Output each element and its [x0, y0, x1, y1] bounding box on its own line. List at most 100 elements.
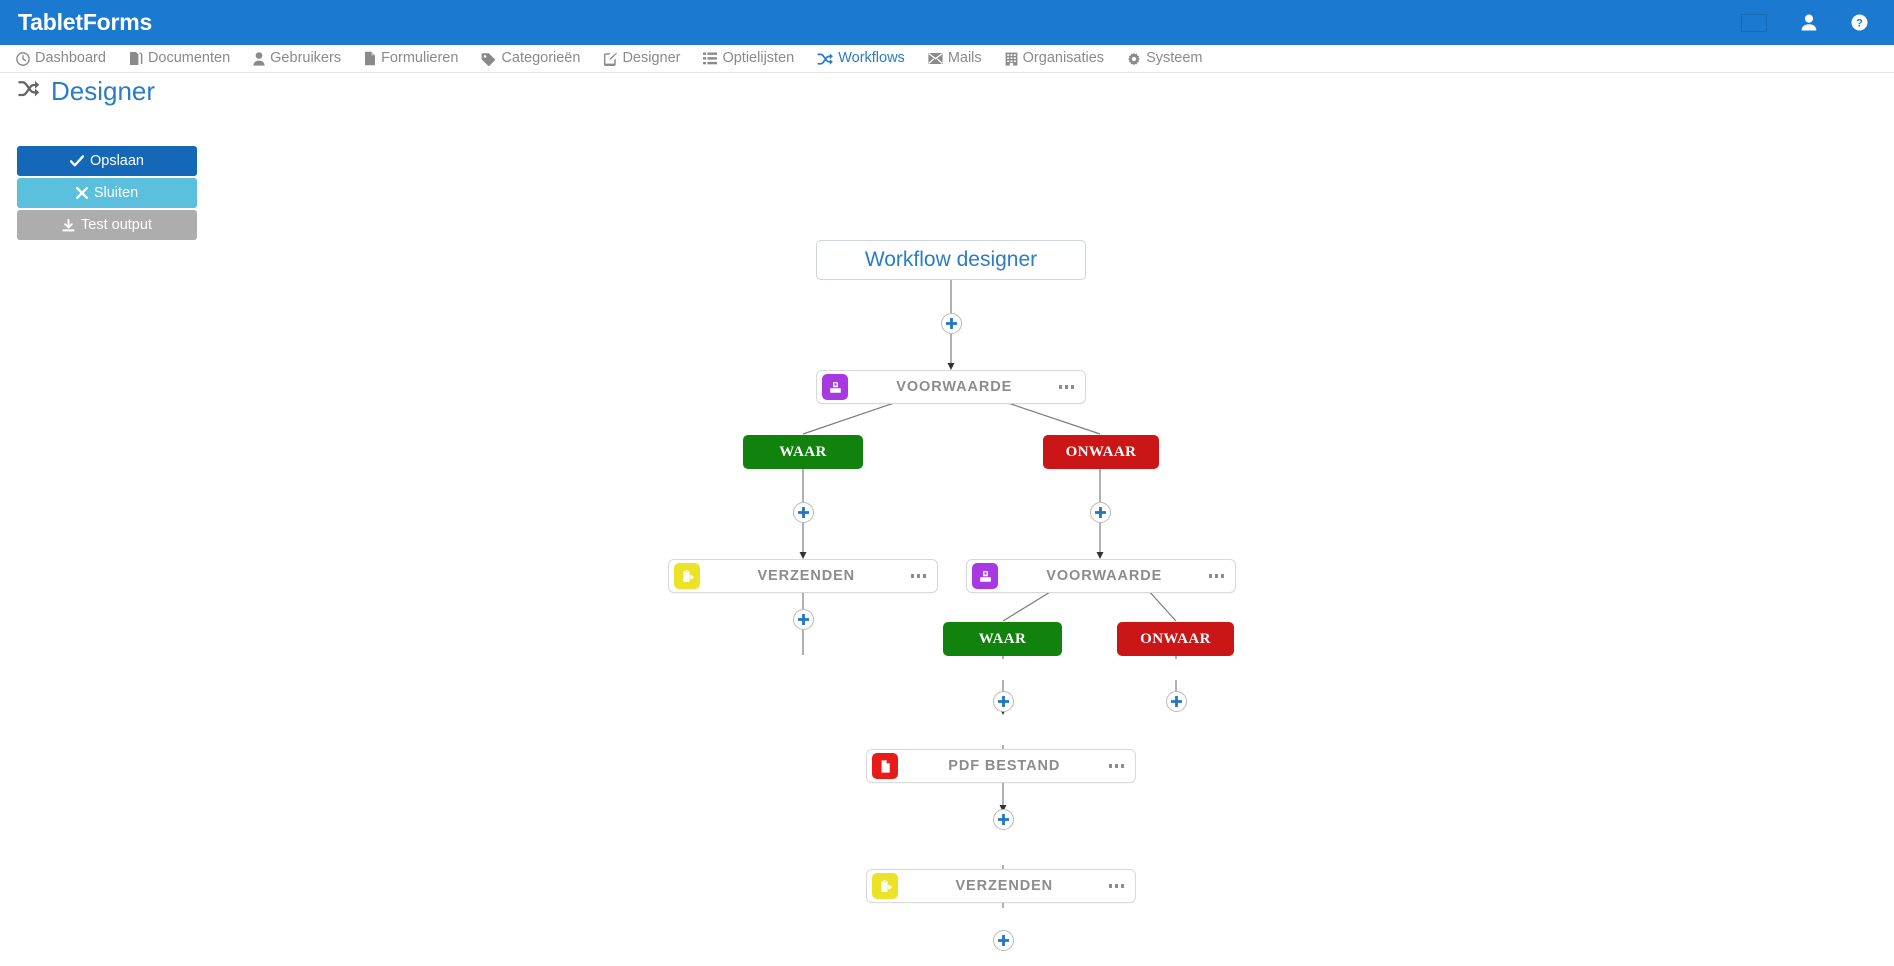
plus-icon [798, 614, 809, 625]
add-node-button[interactable] [793, 502, 814, 523]
envelope-icon [928, 53, 943, 64]
list-icon [703, 52, 718, 65]
action-sidebar: Opslaan Sluiten Test output [17, 146, 197, 242]
nav-item-designer[interactable]: Designer [603, 51, 680, 66]
send-icon [674, 563, 700, 589]
node-menu-button[interactable] [1207, 568, 1227, 584]
add-node-button[interactable] [993, 809, 1014, 830]
nav-label: Gebruikers [270, 50, 342, 67]
app-brand[interactable]: TabletForms [18, 9, 153, 35]
node-menu-button[interactable] [909, 568, 929, 584]
add-node-button[interactable] [941, 313, 962, 334]
edit-icon [604, 52, 618, 66]
close-button[interactable]: Sluiten [17, 178, 197, 208]
plus-icon [998, 814, 1009, 825]
condition-icon [972, 563, 998, 589]
node-label: VERZENDEN [757, 568, 856, 584]
workflow-node-voorwaarde-2[interactable]: VOORWAARDE [966, 559, 1236, 593]
nav-label: Optielijsten [722, 50, 795, 67]
nav-label: Documenten [147, 50, 231, 67]
node-label: VOORWAARDE [896, 379, 1013, 395]
add-node-button[interactable] [993, 691, 1014, 712]
nav-item-mails[interactable]: Mails [928, 51, 982, 66]
main-navigation: Dashboard Documenten Gebruikers Formulie… [0, 45, 1894, 73]
workflow-node-pdf-bestand[interactable]: PDF BESTAND [866, 749, 1136, 783]
nav-label: Dashboard [35, 50, 106, 67]
nav-item-systeem[interactable]: Systeem [1127, 51, 1202, 66]
shuffle-icon [17, 79, 40, 103]
nav-item-organisaties[interactable]: Organisaties [1005, 51, 1104, 66]
workflow-node-voorwaarde-1[interactable]: VOORWAARDE [816, 370, 1086, 404]
add-node-button[interactable] [793, 609, 814, 630]
workflow-root-label: Workflow designer [864, 248, 1038, 271]
branch-true-label: WAAR [978, 630, 1027, 647]
tag-icon [482, 52, 496, 66]
send-icon [872, 873, 898, 899]
branch-true-1[interactable]: WAAR [743, 435, 863, 469]
plus-icon [1095, 507, 1106, 518]
nav-item-gebruikers[interactable]: Gebruikers [253, 51, 341, 66]
node-label: VOORWAARDE [1046, 568, 1163, 584]
branch-false-label: ONWAAR [1140, 630, 1211, 647]
plus-icon [798, 507, 809, 518]
plus-icon [998, 935, 1009, 946]
netherlands-flag-icon[interactable] [1741, 13, 1767, 32]
download-icon [62, 218, 75, 231]
svg-text:?: ? [1856, 18, 1863, 30]
branch-false-1[interactable]: ONWAAR [1043, 435, 1159, 469]
test-output-button-label: Test output [81, 217, 152, 233]
add-node-button[interactable] [1090, 502, 1111, 523]
documents-icon [129, 52, 143, 65]
top-header-actions: ? [1741, 13, 1894, 32]
nav-item-categorieen[interactable]: Categorieën [481, 51, 580, 66]
close-button-label: Sluiten [93, 185, 139, 201]
nav-item-documenten[interactable]: Documenten [129, 51, 230, 66]
nav-label: Systeem [1146, 50, 1203, 67]
nav-item-dashboard[interactable]: Dashboard [16, 51, 106, 66]
branch-false-label: ONWAAR [1065, 443, 1137, 460]
building-icon [1005, 52, 1018, 66]
save-button-label: Opslaan [89, 153, 144, 169]
node-menu-button[interactable] [1107, 758, 1127, 774]
add-node-button[interactable] [1166, 691, 1187, 712]
nav-item-optielijsten[interactable]: Optielijsten [703, 51, 794, 66]
page-title: Designer [17, 78, 155, 104]
shuffle-icon [817, 52, 834, 65]
nav-label: Mails [947, 50, 982, 67]
clock-icon [16, 51, 30, 66]
add-node-button[interactable] [993, 930, 1014, 951]
plus-icon [998, 696, 1009, 707]
plus-icon [946, 318, 957, 329]
node-label: VERZENDEN [955, 878, 1054, 894]
workflow-node-verzenden-2[interactable]: VERZENDEN [866, 869, 1136, 903]
nav-label: Workflows [838, 50, 905, 67]
node-menu-button[interactable] [1107, 878, 1127, 894]
node-label: PDF BESTAND [948, 758, 1061, 774]
nav-item-formulieren[interactable]: Formulieren [364, 51, 458, 66]
gear-icon [1128, 52, 1140, 65]
pdf-icon [872, 753, 898, 779]
workflow-root-node[interactable]: Workflow designer [816, 240, 1086, 280]
workflow-node-verzenden-1[interactable]: VERZENDEN [668, 559, 938, 593]
test-output-button[interactable]: Test output [17, 210, 197, 240]
plus-icon [1171, 696, 1182, 707]
check-icon [69, 155, 84, 167]
close-icon [75, 187, 88, 199]
condition-icon [822, 374, 848, 400]
nav-label: Categorieën [501, 50, 581, 67]
nav-label: Organisaties [1022, 50, 1105, 67]
user-icon [253, 51, 265, 66]
nav-item-workflows[interactable]: Workflows [817, 51, 905, 66]
save-button[interactable]: Opslaan [17, 146, 197, 176]
node-menu-button[interactable] [1057, 379, 1077, 395]
help-icon[interactable]: ? [1851, 14, 1868, 31]
branch-true-label: WAAR [779, 443, 827, 460]
nav-label: Formulieren [381, 50, 459, 67]
user-icon[interactable] [1801, 14, 1817, 31]
branch-false-2[interactable]: ONWAAR [1117, 622, 1234, 656]
page-title-text: Designer [51, 76, 156, 106]
file-icon [365, 51, 376, 66]
branch-true-2[interactable]: WAAR [943, 622, 1062, 656]
